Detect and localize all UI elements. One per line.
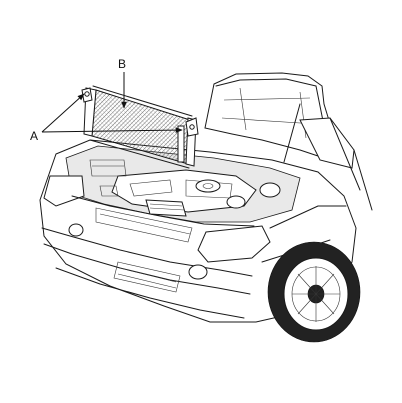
leader-line-a-upper bbox=[41, 93, 85, 133]
hood-prop-rod bbox=[283, 103, 301, 163]
callout-label-b: B bbox=[118, 57, 126, 71]
mounting-bracket-right bbox=[185, 117, 199, 137]
leader-line-a-lower bbox=[41, 127, 183, 133]
open-hood bbox=[204, 72, 339, 161]
engine bbox=[89, 159, 281, 217]
callout-label-a: A bbox=[30, 129, 38, 143]
front-wheel bbox=[267, 241, 361, 343]
windshield bbox=[299, 117, 373, 211]
